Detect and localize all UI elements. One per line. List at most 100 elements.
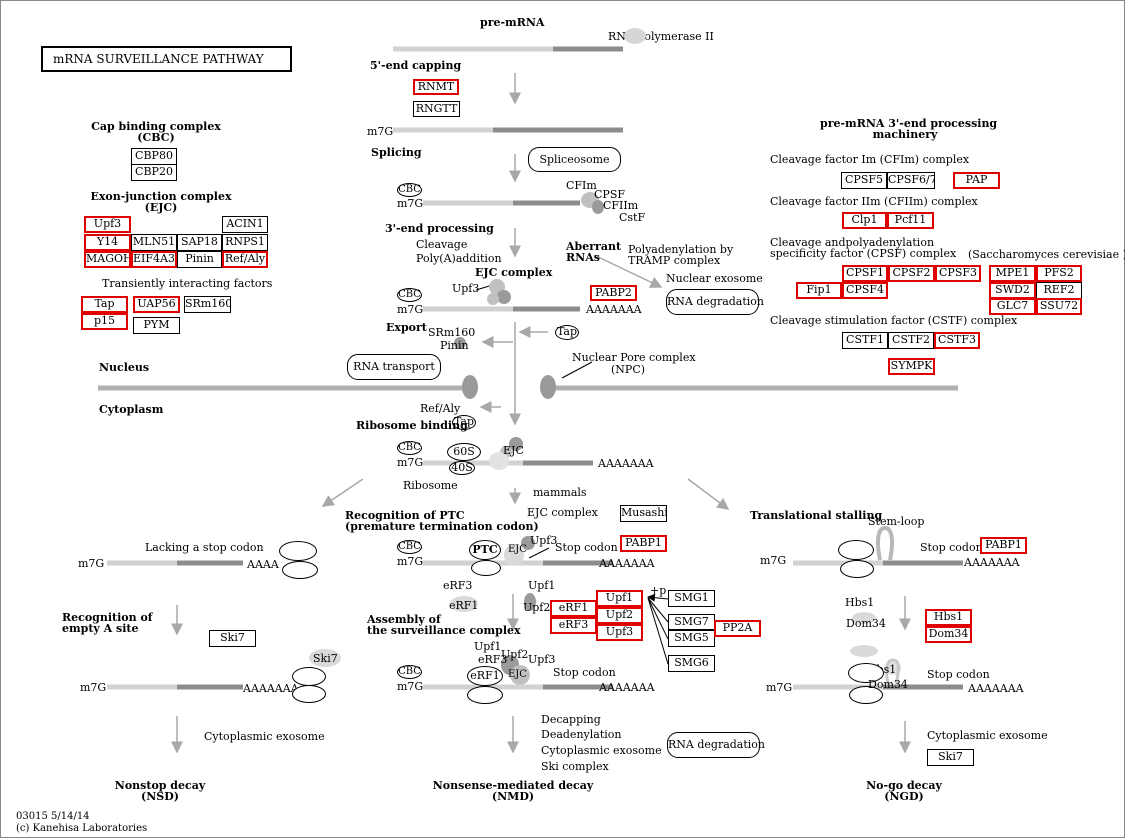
gene-SWD2[interactable]: SWD2 [989,282,1036,299]
gene-Y14[interactable]: Y14 [84,234,131,251]
gene-CSTF2[interactable]: CSTF2 [888,332,934,349]
nsd-recognition-label-2: empty A site [62,622,139,635]
ngd-polya-label: AAAAAAA [964,556,1020,569]
gene-EIF4A3[interactable]: EIF4A3 [131,251,177,268]
gene-Fip1[interactable]: Fip1 [796,282,842,299]
cstf-label: CstF [619,211,646,224]
gene-PAP[interactable]: PAP [953,172,1000,189]
gene-CBP20[interactable]: CBP20 [131,164,177,181]
gene-ACIN1[interactable]: ACIN1 [222,216,268,233]
gene-PP2A[interactable]: PP2A [714,620,761,637]
gene-Pinin[interactable]: Pinin [177,251,222,268]
gene-SAP18[interactable]: SAP18 [177,234,222,251]
gene-Musashi[interactable]: Musashi [620,505,667,522]
gene-CSTF1[interactable]: CSTF1 [842,332,888,349]
nmd-cbc-oval: CBC [397,540,422,554]
gene-SSU72[interactable]: SSU72 [1036,298,1082,315]
npc-right-shape [540,375,556,399]
gene-REF2[interactable]: REF2 [1036,282,1082,299]
nmd-upf2-label: Upf2 [523,601,551,614]
nmd-polya-label: AAAAAAA [599,557,655,570]
gene-Hbs1[interactable]: Hbs1 [925,609,972,626]
nmd-c-upf1: Upf1 [474,640,502,653]
gene-MLN51[interactable]: MLN51 [131,234,177,251]
gene-Upf3-nmd[interactable]: Upf3 [596,624,643,641]
ngd-c-ribosome-small [849,686,883,704]
ngd-c-m7g: m7G [766,681,793,694]
ngd-m7g-label: m7G [760,554,787,567]
pathway-title: mRNA SURVEILLANCE PATHWAY [41,46,292,72]
gene-SMG7[interactable]: SMG7 [668,614,715,630]
rna-transport-link[interactable]: RNA transport [347,354,441,380]
gene-Dom34[interactable]: Dom34 [925,626,972,643]
rna-pol-shape [624,28,646,44]
gene-GLC7[interactable]: GLC7 [989,298,1036,315]
polya-tail-2: AAAAAAA [598,457,654,470]
stem-loop-shape-2 [885,658,900,685]
gene-Clp1[interactable]: Clp1 [842,212,887,229]
gene-MAGOH[interactable]: MAGOH [84,251,131,268]
gene-PABP2[interactable]: PABP2 [590,285,637,301]
gene-SYMPK[interactable]: SYMPK [888,358,935,375]
pre-mrna-label: pre-mRNA [480,16,545,29]
nmd-c-ejc: EJC [508,669,527,680]
gene-Upf2-nmd[interactable]: Upf2 [596,607,643,624]
right-title-2: machinery [872,128,938,141]
gene-Tap[interactable]: Tap [81,296,128,313]
gene-RNPS1[interactable]: RNPS1 [222,234,268,251]
rna-degradation-link-2[interactable]: RNA degradation [667,732,765,758]
gene-CPSF4[interactable]: CPSF4 [842,282,888,299]
gene-CSTF3[interactable]: CSTF3 [934,332,980,349]
gene-CPSF67[interactable]: CPSF6/7 [887,172,935,189]
gene-eRF1-nmd[interactable]: eRF1 [550,600,597,617]
spliceosome-link[interactable]: Spliceosome [528,147,621,172]
nsd-m7g-label-2: m7G [80,681,107,694]
gene-UAP56[interactable]: UAP56 [133,296,180,313]
gene-CBP80[interactable]: CBP80 [131,148,177,165]
gene-Ski7-ngd[interactable]: Ski7 [927,749,974,766]
stem-loop-label: Stem-loop [868,515,925,528]
gene-RefAly[interactable]: Ref/Aly [222,251,268,268]
rnas-label: RNAs [566,251,600,264]
gene-PABP1-nmd[interactable]: PABP1 [620,535,667,552]
nsd-aaaa-label: AAAA [247,558,279,571]
nmd-upf3-line [528,547,550,559]
gene-CPSF3[interactable]: CPSF3 [935,265,981,282]
ejc-complex-2-label: EJC complex [527,506,598,519]
gene-eRF3-nmd[interactable]: eRF3 [550,617,597,634]
gene-CPSF1[interactable]: CPSF1 [842,265,888,282]
ski-complex-label: Ski complex [541,760,609,773]
gene-CPSF5[interactable]: CPSF5 [841,172,887,189]
nmd-c-upf3: Upf3 [528,653,556,666]
nsd-polya-label: AAAAAAA [243,682,299,695]
gene-RNGTT[interactable]: RNGTT [413,101,460,117]
gene-SMG1[interactable]: SMG1 [668,590,715,607]
gene-Ski7-nsd[interactable]: Ski7 [209,630,256,647]
nmd-c-cbc-oval: CBC [397,665,422,679]
gene-PABP1-ngd[interactable]: PABP1 [980,537,1027,554]
phosphorylation-label: +p [650,584,667,597]
gene-Pcf11[interactable]: Pcf11 [887,212,934,229]
gene-SMG6[interactable]: SMG6 [668,655,715,672]
gene-p15[interactable]: p15 [81,313,128,330]
gene-PFS2[interactable]: PFS2 [1036,265,1082,282]
npc-left-shape [462,375,478,399]
gene-SMG5[interactable]: SMG5 [668,630,715,647]
ribosome-label: Ribosome [403,479,458,492]
gene-Upf3-left[interactable]: Upf3 [84,216,131,233]
gene-Upf1-nmd[interactable]: Upf1 [596,590,643,607]
gene-CPSF2[interactable]: CPSF2 [888,265,935,282]
gene-RNMT[interactable]: RNMT [413,79,459,95]
nsd-title: Nonstop decay [114,779,206,792]
nsd-recognition-label: Recognition of [62,611,153,624]
cpsf-complex-title: Cleavage andpolyadenylation [770,236,935,249]
nmd-stop-codon-label: Stop codon [555,541,618,554]
cstf-complex-title: Cleavage stimulation factor (CSTF) compl… [770,314,1018,327]
gene-MPE1[interactable]: MPE1 [989,265,1036,282]
rna-degradation-link-1[interactable]: RNA degradation [666,289,764,315]
gene-PYM[interactable]: PYM [133,317,180,334]
ngd-c-ribosome-large [848,663,884,683]
gene-SRm160[interactable]: SRm160 [184,296,231,313]
polya-addition-label: Poly(A)addition [416,252,502,265]
